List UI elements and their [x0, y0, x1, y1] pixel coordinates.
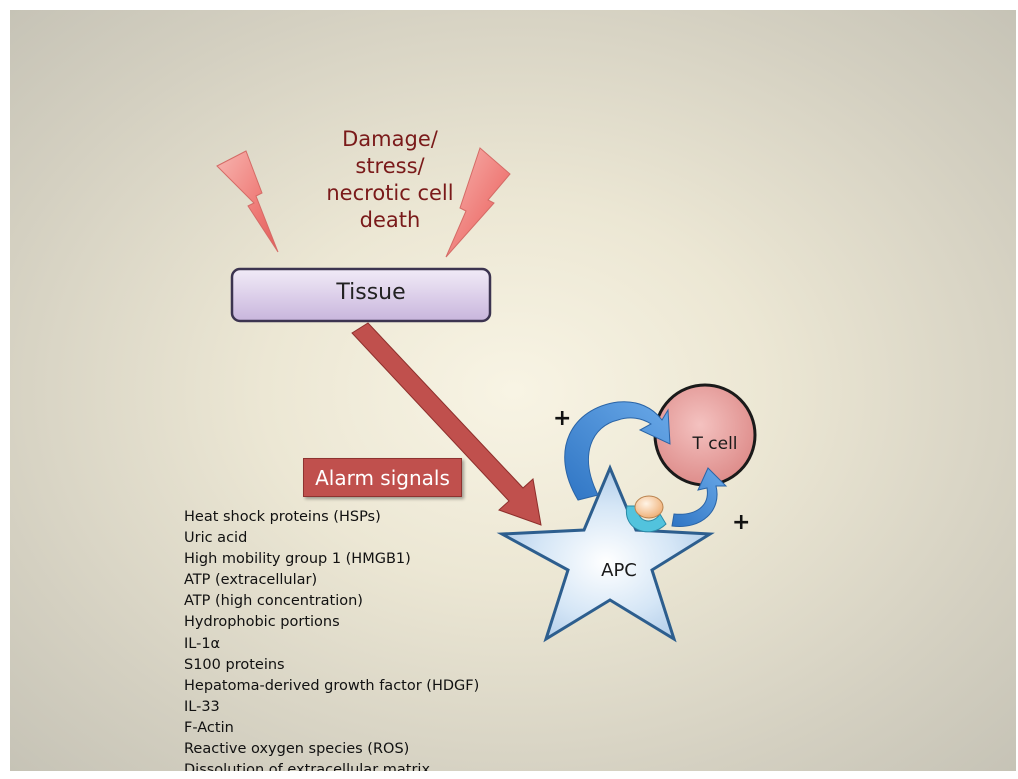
list-item: IL-33 [184, 698, 220, 715]
t-cell-label: T cell [692, 434, 738, 454]
list-item: IL-1α [184, 635, 221, 652]
tcell-to-apc-feedback-arrow [671, 467, 728, 527]
damage-stress-label: Damage/ stress/ necrotic cell death [310, 126, 470, 234]
slide-canvas: Damage/ stress/ necrotic cell death Tiss… [10, 10, 1016, 771]
list-item: ATP (high concentration) [184, 593, 363, 610]
apc-star [496, 464, 715, 643]
list-item: Uric acid [184, 530, 248, 547]
list-item: ATP (extracellular) [184, 572, 318, 589]
list-item: Hydrophobic portions [184, 614, 340, 631]
damage-label-line: stress/ [355, 154, 425, 178]
list-item: Heat shock proteins (HSPs) [184, 509, 381, 525]
list-item: S100 proteins [184, 656, 285, 673]
tissue-box [230, 267, 492, 323]
right-lightning-bolt-icon [445, 147, 511, 258]
damage-label-line: Damage/ [342, 127, 438, 151]
list-item: F-Actin [184, 719, 234, 736]
diagram-graphics [216, 147, 757, 643]
damage-label-line: death [359, 208, 421, 232]
list-item: Reactive oxygen species (ROS) [184, 741, 410, 758]
plus-sign-right: + [732, 510, 751, 535]
alarm-signal-list: Heat shock proteins (HSPs) Uric acid Hig… [184, 507, 479, 771]
tissue-label: Tissue [336, 280, 406, 305]
list-item: Hepatoma-derived growth factor (HDGF) [184, 677, 480, 694]
alarm-signals-label: Alarm signals [315, 465, 450, 490]
apc-to-tcell-feedback-arrow [564, 401, 671, 501]
plus-sign-left: + [553, 406, 572, 431]
alarm-signals-box: Alarm signals [303, 458, 462, 497]
tissue-to-apc-arrow [351, 322, 542, 526]
damage-label-line: necrotic cell [326, 181, 454, 205]
list-item: High mobility group 1 (HMGB1) [184, 551, 411, 568]
list-item: Dissolution of extracellular matrix [184, 762, 431, 771]
apc-label: APC [601, 560, 637, 581]
antigen-molecule-icon [634, 495, 664, 519]
left-lightning-bolt-icon [216, 150, 279, 253]
